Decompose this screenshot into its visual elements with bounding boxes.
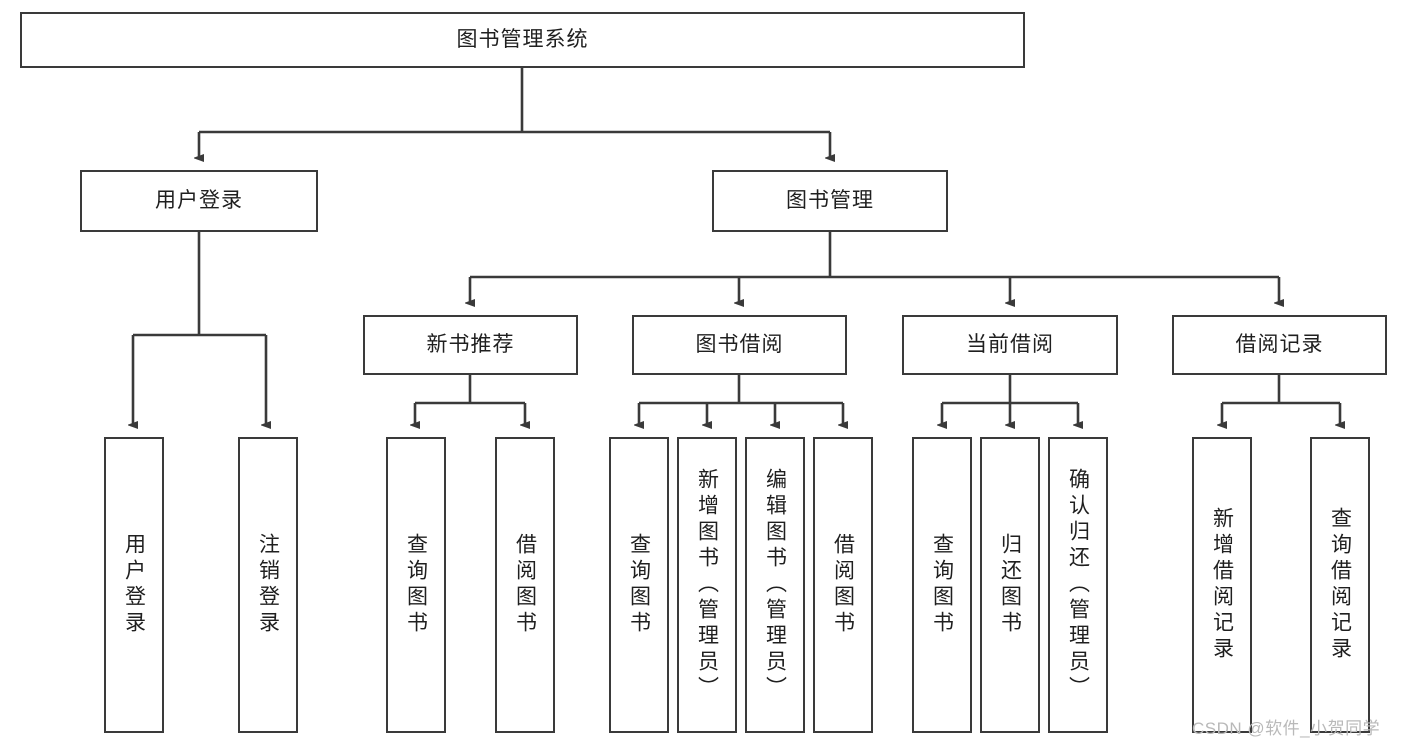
node-label: 图书管理系统 — [456, 27, 589, 51]
node-book-borrow[interactable]: 图书借阅 — [632, 315, 847, 375]
node-label: 查询图书 — [627, 533, 651, 637]
node-label: 查询借阅记录 — [1328, 507, 1352, 663]
watermark-text: CSDN @软件_小贺同学 — [1192, 719, 1381, 738]
leaf-new-book-query-book[interactable]: 查询图书 — [386, 437, 446, 733]
leaf-current-borrow-confirm-return-admin[interactable]: 确认归还（管理员） — [1048, 437, 1108, 733]
node-label: 编辑图书（管理员） — [763, 468, 787, 702]
node-label: 当前借阅 — [966, 332, 1054, 356]
node-label: 查询图书 — [930, 533, 954, 637]
leaf-book-borrow-query-book[interactable]: 查询图书 — [609, 437, 669, 733]
node-book-management[interactable]: 图书管理 — [712, 170, 948, 232]
leaf-borrow-record-query-record[interactable]: 查询借阅记录 — [1310, 437, 1370, 733]
node-label: 借阅图书 — [513, 533, 537, 637]
node-user-login[interactable]: 用户登录 — [80, 170, 318, 232]
node-borrow-record[interactable]: 借阅记录 — [1172, 315, 1387, 375]
leaf-book-borrow-add-book-admin[interactable]: 新增图书（管理员） — [677, 437, 737, 733]
node-new-book-recommend[interactable]: 新书推荐 — [363, 315, 578, 375]
node-label: 注销登录 — [256, 533, 280, 637]
leaf-new-book-borrow-book[interactable]: 借阅图书 — [495, 437, 555, 733]
leaf-user-login-logout[interactable]: 注销登录 — [238, 437, 298, 733]
node-root-book-management-system[interactable]: 图书管理系统 — [20, 12, 1025, 68]
leaf-book-borrow-edit-book-admin[interactable]: 编辑图书（管理员） — [745, 437, 805, 733]
node-label: 借阅图书 — [831, 533, 855, 637]
leaf-user-login-login[interactable]: 用户登录 — [104, 437, 164, 733]
node-label: 新增图书（管理员） — [695, 468, 719, 702]
node-label: 图书借阅 — [695, 332, 784, 356]
node-label: 确认归还（管理员） — [1066, 468, 1090, 702]
leaf-current-borrow-query-book[interactable]: 查询图书 — [912, 437, 972, 733]
node-label: 图书管理 — [786, 188, 874, 212]
node-current-borrow[interactable]: 当前借阅 — [902, 315, 1118, 375]
leaf-current-borrow-return-book[interactable]: 归还图书 — [980, 437, 1040, 733]
leaf-book-borrow-borrow-book[interactable]: 借阅图书 — [813, 437, 873, 733]
node-label: 用户登录 — [155, 188, 243, 212]
node-label: 用户登录 — [122, 533, 146, 637]
node-label: 新增借阅记录 — [1210, 507, 1234, 663]
node-label: 查询图书 — [404, 533, 428, 637]
node-label: 借阅记录 — [1235, 332, 1324, 356]
node-label: 归还图书 — [998, 533, 1022, 637]
leaf-borrow-record-add-record[interactable]: 新增借阅记录 — [1192, 437, 1252, 733]
node-label: 新书推荐 — [426, 332, 515, 356]
